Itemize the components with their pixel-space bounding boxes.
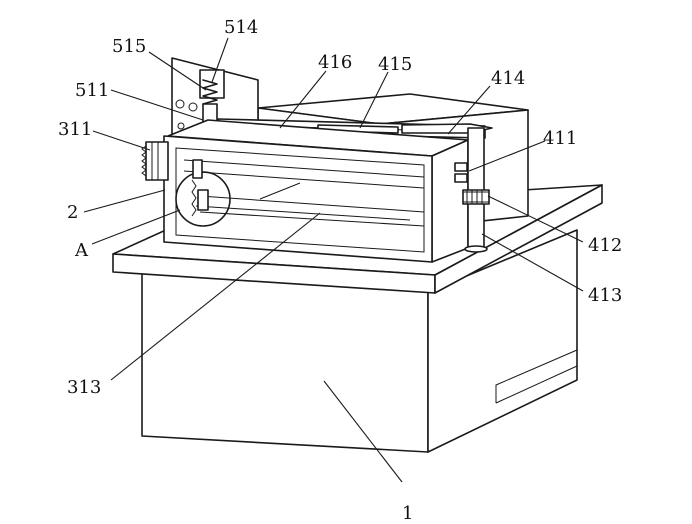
leader-lines xyxy=(83,37,584,483)
label-414: 414 xyxy=(491,68,525,89)
label-411: 411 xyxy=(543,128,577,149)
label-514: 514 xyxy=(224,17,258,38)
detail-circle-a xyxy=(175,159,231,227)
label-515: 515 xyxy=(112,36,146,57)
label-313: 313 xyxy=(67,377,101,398)
label-1: 1 xyxy=(402,503,413,524)
label-511: 511 xyxy=(75,80,109,101)
reference-labels: 514 515 416 415 414 511 311 411 2 A 412 … xyxy=(58,17,622,524)
label-412: 412 xyxy=(588,235,622,256)
label-416: 416 xyxy=(318,52,352,73)
main-frame xyxy=(163,119,469,263)
base-cabinet xyxy=(141,229,578,453)
label-415: 415 xyxy=(378,54,412,75)
right-post xyxy=(454,127,490,253)
label-311: 311 xyxy=(58,119,92,140)
label-a: A xyxy=(74,240,89,261)
label-2: 2 xyxy=(67,202,78,223)
side-gear xyxy=(141,141,169,181)
label-413: 413 xyxy=(588,285,622,306)
